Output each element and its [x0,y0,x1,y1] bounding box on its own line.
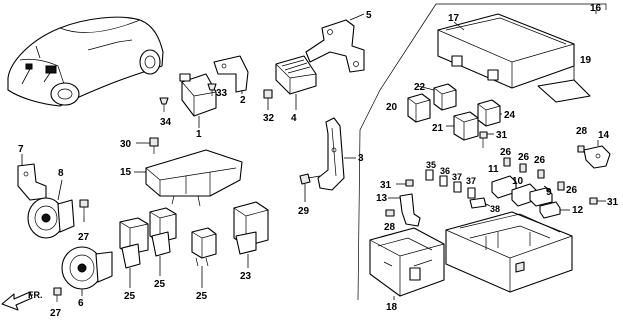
part-15-plate [134,149,243,207]
relay-22 [417,83,457,111]
clip-26-b [519,163,527,173]
callout-32: 32 [263,113,275,124]
relay-23 [233,201,269,268]
car-outline [7,16,164,107]
callout-30: 30 [120,139,132,150]
fuse-37-b [467,187,476,199]
callout-4: 4 [291,113,297,124]
bolt-31-right [589,197,606,205]
fuse-37-a [453,181,462,193]
relay-25-left [119,217,149,288]
callout-34: 34 [160,117,172,128]
callout-26-c: 26 [534,155,546,166]
callout-27-lower: 27 [50,308,62,319]
callout-31-center: 31 [496,130,508,141]
callout-29: 29 [298,206,310,217]
clip-26-d [557,181,565,191]
part-18-fuse-box-lower [369,227,445,300]
callout-24: 24 [504,110,516,121]
callout-31-left: 31 [380,180,392,191]
bolt-31-left [396,179,414,187]
callout-9: 9 [546,187,552,198]
clip-28-right [577,145,585,153]
part-3-bracket [317,117,356,191]
callout-21: 21 [432,123,444,134]
fuse-9 [529,185,553,207]
callout-13: 13 [376,193,388,204]
screw-33 [207,83,217,96]
callout-11: 11 [488,164,499,175]
part-5-bracket [305,13,365,73]
callout-25-right: 25 [196,291,208,302]
relay-24 [477,99,502,127]
callout-3: 3 [358,153,364,164]
callout-37-a: 37 [452,172,462,182]
nut-32 [263,89,273,110]
callout-25-middle: 25 [154,279,166,290]
callout-35: 35 [426,160,436,170]
callout-23: 23 [240,271,252,282]
callout-15: 15 [120,167,132,178]
bolt-31-center [479,131,494,148]
part-13-bracket [388,193,421,227]
callout-37-b: 37 [466,176,476,186]
callout-7: 7 [18,144,24,155]
callout-8: 8 [58,168,64,179]
callout-26-a: 26 [500,147,512,158]
callout-31-right: 31 [607,197,619,208]
main-fuse-box-base [445,211,573,293]
callout-10: 10 [512,176,524,187]
callout-26-b: 26 [518,152,530,163]
part-2-bracket [213,55,249,94]
bolt-29 [299,173,321,202]
callout-18: 18 [386,302,398,313]
callout-28-left: 28 [384,222,396,233]
callout-17: 17 [448,13,460,24]
callout-19: 19 [580,55,592,66]
callout-16: 16 [590,3,602,14]
part-1-control-unit [179,73,217,128]
callout-2: 2 [240,95,246,106]
bolt-27-upper [79,199,89,222]
callout-5: 5 [366,10,372,21]
callout-22: 22 [414,82,426,93]
front-arrow-label: FR. [28,290,43,300]
relay-25-middle [149,207,177,276]
callout-12: 12 [572,205,584,216]
relay-21 [446,111,479,141]
screw-34 [159,97,169,112]
clip-26-c [537,169,545,179]
callout-6: 6 [78,298,84,309]
part-8-horn [27,179,75,239]
section-boundary [357,3,607,301]
part-6-horn [61,246,113,296]
callout-26-d: 26 [566,185,578,196]
fuse-35 [425,169,434,181]
relay-20 [407,93,431,123]
clip-26-a [503,157,511,167]
fuse-38 [469,197,491,209]
bolt-27-lower [53,287,62,302]
bolt-30 [136,137,159,154]
front-arrow-icon [1,291,33,311]
callout-25-left: 25 [124,291,136,302]
callout-36: 36 [440,166,450,176]
callout-20: 20 [386,102,398,113]
part-7-bracket [17,154,47,201]
clip-28-left [385,209,395,217]
fuse-12 [539,201,570,219]
callout-1: 1 [196,129,202,140]
part-4-control-unit [275,55,317,110]
callout-33: 33 [216,88,228,99]
callout-28-right: 28 [576,126,588,137]
part-19-label [537,66,591,103]
part-17-fuse-box-cover [437,13,575,89]
fuse-36 [439,175,448,187]
relay-25-right [191,227,217,288]
part-14-bracket [583,140,611,169]
callout-27-upper: 27 [78,232,90,243]
callout-38: 38 [490,204,500,214]
callout-14: 14 [598,130,610,141]
